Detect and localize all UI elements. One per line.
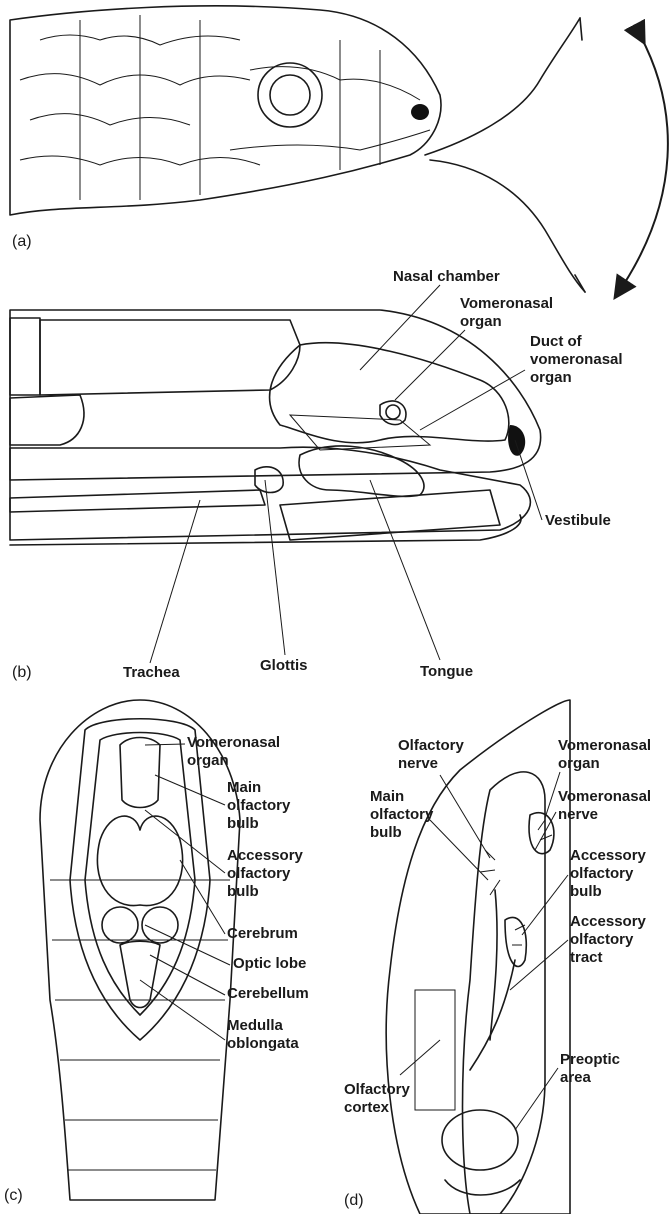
c-label-main-olf-line2: olfactory xyxy=(227,797,291,814)
panel-c-dorsal-view xyxy=(40,700,240,1200)
label-nasal-chamber: Nasal chamber xyxy=(393,268,500,285)
d-label-olf-nerve-line1: Olfactory xyxy=(398,737,465,754)
c-label-acc-olf-line2: olfactory xyxy=(227,865,291,882)
d-label-preoptic-line1: Preoptic xyxy=(560,1051,620,1068)
d-label-olf-cortex-line2: cortex xyxy=(344,1099,390,1116)
c-label-optic-lobe: Optic lobe xyxy=(233,955,306,972)
panel-a-snake-head xyxy=(10,6,668,292)
label-vomeronasal-organ-b-line1: Vomeronasal xyxy=(460,295,553,312)
c-label-main-olf-line1: Main xyxy=(227,779,261,796)
d-label-preoptic-line2: area xyxy=(560,1069,592,1086)
d-label-acc-bulb-line1: Accessory xyxy=(570,847,647,864)
d-label-vomeronasal-line2: organ xyxy=(558,755,600,772)
c-label-cerebrum: Cerebrum xyxy=(227,925,298,942)
label-vomeronasal-organ-b-line2: organ xyxy=(460,313,502,330)
d-label-main-olf-line1: Main xyxy=(370,788,404,805)
d-label-vn-nerve-line2: nerve xyxy=(558,806,598,823)
panel-d-pathway xyxy=(386,700,570,1214)
d-label-main-olf-line3: bulb xyxy=(370,824,402,841)
label-duct-line3: organ xyxy=(530,369,572,386)
d-label-acc-tract-line2: olfactory xyxy=(570,931,634,948)
d-label-olf-nerve-line2: nerve xyxy=(398,755,438,772)
panel-c-label: (c) xyxy=(4,1187,23,1204)
d-label-vomeronasal-line1: Vomeronasal xyxy=(558,737,651,754)
label-duct-line1: Duct of xyxy=(530,333,583,350)
panel-b-sagittal-section xyxy=(10,310,541,545)
panel-d-label: (d) xyxy=(344,1192,364,1209)
d-label-vn-nerve-line1: Vomeronasal xyxy=(558,788,651,805)
label-trachea: Trachea xyxy=(123,664,180,681)
c-label-medulla-line2: oblongata xyxy=(227,1035,299,1052)
c-label-vomeronasal-line1: Vomeronasal xyxy=(187,734,280,751)
panel-c-leaders xyxy=(140,744,230,1040)
c-label-medulla-line1: Medulla xyxy=(227,1017,283,1034)
label-glottis: Glottis xyxy=(260,657,308,674)
label-duct-line2: vomeronasal xyxy=(530,351,623,368)
c-label-main-olf-line3: bulb xyxy=(227,815,259,832)
c-label-vomeronasal-line2: organ xyxy=(187,752,229,769)
panel-b-label: (b) xyxy=(12,664,32,681)
d-label-olf-cortex-line1: Olfactory xyxy=(344,1081,411,1098)
panel-a-label: (a) xyxy=(12,233,32,250)
c-label-acc-olf-line1: Accessory xyxy=(227,847,304,864)
c-label-cerebellum: Cerebellum xyxy=(227,985,309,1002)
d-label-acc-bulb-line2: olfactory xyxy=(570,865,634,882)
d-label-acc-bulb-line3: bulb xyxy=(570,883,602,900)
d-label-acc-tract-line1: Accessory xyxy=(570,913,647,930)
c-label-acc-olf-line3: bulb xyxy=(227,883,259,900)
label-tongue: Tongue xyxy=(420,663,473,680)
label-vestibule: Vestibule xyxy=(545,512,611,529)
d-label-acc-tract-line3: tract xyxy=(570,949,603,966)
d-label-main-olf-line2: olfactory xyxy=(370,806,434,823)
